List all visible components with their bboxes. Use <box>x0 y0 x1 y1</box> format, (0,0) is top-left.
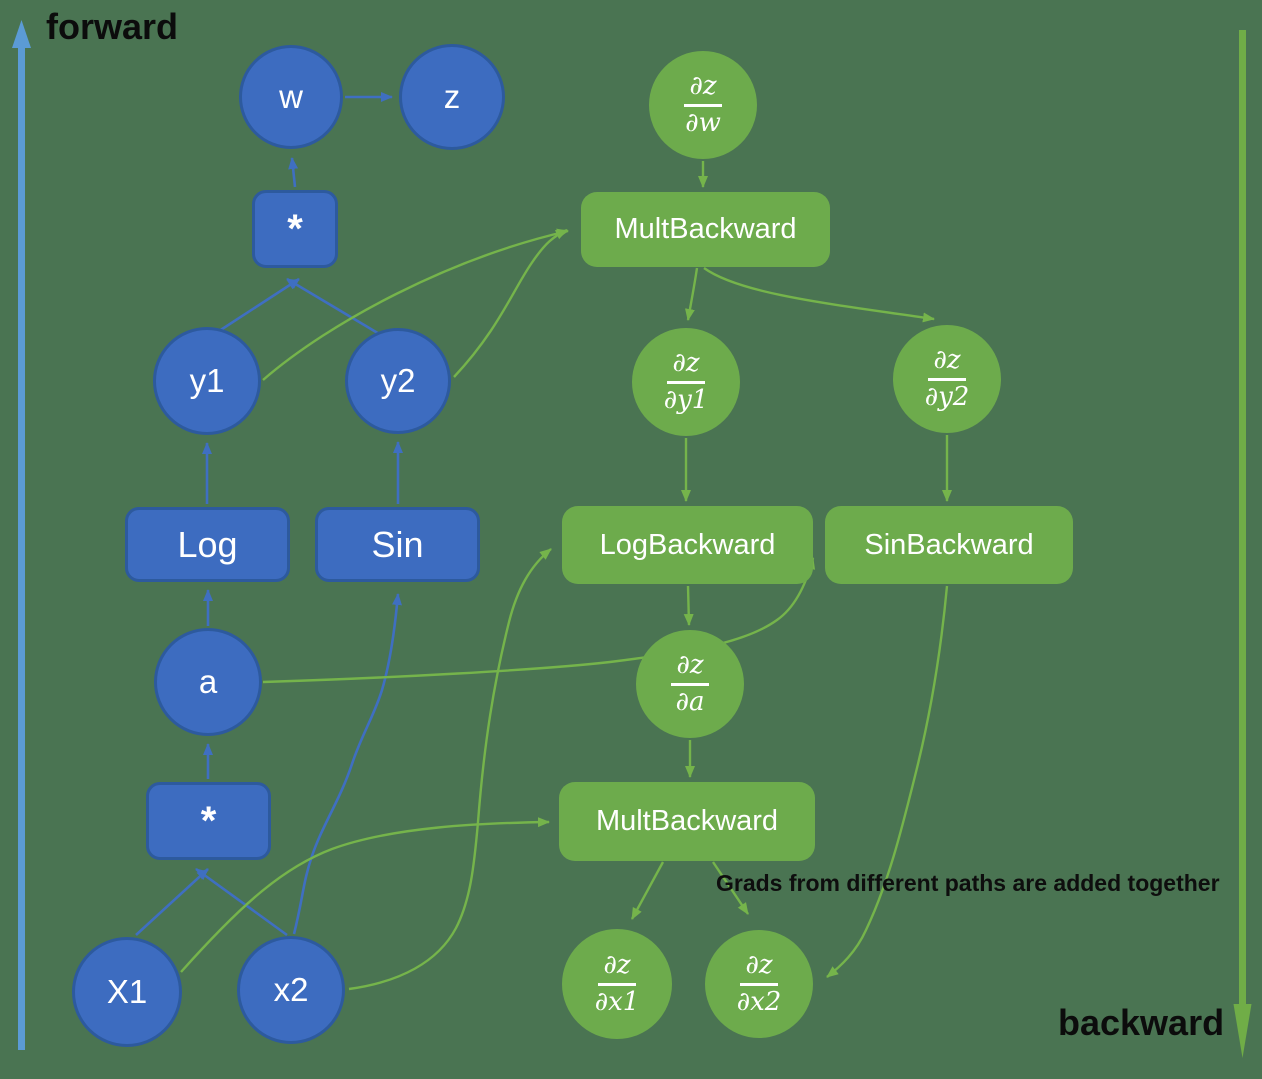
edge-x1-multbottom <box>135 868 209 936</box>
edge-sinbackward-dzdx2 <box>826 585 949 978</box>
backward-label: backward <box>1058 1002 1225 1043</box>
forward-label: forward <box>46 6 179 47</box>
node-x1-label: X1 <box>106 973 148 1010</box>
backward-axis-arrow-head <box>1233 1004 1252 1058</box>
node-y1: y1 <box>153 327 261 435</box>
node-z: z <box>399 44 505 150</box>
edge-x2-multbottom <box>195 867 288 937</box>
node-mult-bottom: * <box>146 782 271 860</box>
node-sin-label: Sin <box>371 523 424 565</box>
mult-backward-bottom-label: MultBackward <box>595 805 779 837</box>
grads-note: Grads from different paths are added tog… <box>716 870 1220 896</box>
dz-dx2-numerator: ∂z <box>740 951 778 986</box>
sin-backward-label: SinBackward <box>864 528 1034 561</box>
node-log: Log <box>125 507 290 582</box>
edge-x2-logbackward <box>348 548 552 991</box>
node-w: w <box>239 45 343 149</box>
edge-logbackward-dzda <box>683 585 694 626</box>
edge-multbacktop-dzdy2 <box>703 267 935 323</box>
node-mult-top: * <box>252 190 338 268</box>
edge-multbackbottom-dzdx1 <box>630 861 665 920</box>
node-mult-backward-bottom: MultBackward <box>559 782 815 861</box>
node-a-label: a <box>198 663 218 700</box>
node-sin: Sin <box>315 507 480 582</box>
dz-dx2-fraction: ∂z ∂x2 <box>737 951 782 1016</box>
node-mult-bottom-label: * <box>200 798 217 843</box>
node-sin-backward: SinBackward <box>825 506 1073 584</box>
dz-dy2-fraction: ∂z ∂y2 <box>925 346 970 411</box>
node-z-label: z <box>443 78 461 115</box>
edge-y1-multtop <box>215 277 300 335</box>
dz-dw-fraction: ∂z ∂w <box>684 72 722 138</box>
dz-dy1-denominator: ∂y1 <box>663 384 709 415</box>
node-dz-dx1: ∂z ∂x1 <box>562 929 672 1039</box>
dz-dy1-fraction: ∂z ∂y1 <box>664 349 709 414</box>
node-a: a <box>154 628 262 736</box>
node-dz-dy1: ∂z ∂y1 <box>632 328 740 436</box>
node-x2: x2 <box>237 936 345 1044</box>
dz-dx1-denominator: ∂x1 <box>594 986 640 1017</box>
edge-multtop-w <box>288 157 299 188</box>
edge-y2-multtop <box>286 277 382 337</box>
dz-da-fraction: ∂z ∂a <box>671 651 709 717</box>
dz-dy2-denominator: ∂y2 <box>924 381 970 412</box>
dz-dx1-numerator: ∂z <box>598 951 636 986</box>
dz-dx1-fraction: ∂z ∂x1 <box>595 951 640 1016</box>
node-y2: y2 <box>345 328 451 434</box>
node-dz-da: ∂z ∂a <box>636 630 744 738</box>
node-mult-top-label: * <box>287 206 303 251</box>
dz-dw-numerator: ∂z <box>684 72 722 107</box>
node-y2-label: y2 <box>380 362 416 399</box>
node-w-label: w <box>279 78 303 115</box>
mult-backward-top-label: MultBackward <box>614 213 797 245</box>
edge-y1-multbacktop <box>262 228 569 381</box>
edge-y2-multbacktop <box>453 228 568 378</box>
dz-dy2-numerator: ∂z <box>928 346 966 381</box>
edge-multbackbottom-dzdx2 <box>712 861 749 915</box>
edge-x1-multbackbottom <box>180 817 550 973</box>
dz-da-numerator: ∂z <box>671 651 709 686</box>
dz-dw-denominator: ∂w <box>685 107 721 138</box>
node-x2-label: x2 <box>273 971 309 1008</box>
forward-axis-arrow-head <box>12 20 31 48</box>
node-dz-dx2: ∂z ∂x2 <box>705 930 813 1038</box>
node-dz-dy2: ∂z ∂y2 <box>893 325 1001 433</box>
node-x1: X1 <box>72 937 182 1047</box>
node-mult-backward-top: MultBackward <box>581 192 830 267</box>
log-backward-label: LogBackward <box>599 528 776 561</box>
node-dz-dw: ∂z ∂w <box>649 51 757 159</box>
node-log-backward: LogBackward <box>562 506 813 584</box>
dz-dy1-numerator: ∂z <box>667 349 705 384</box>
node-y1-label: y1 <box>189 362 225 399</box>
node-log-label: Log <box>177 523 238 565</box>
edge-x2-sin <box>292 593 403 935</box>
dz-da-denominator: ∂a <box>675 686 705 717</box>
dz-dx2-denominator: ∂x2 <box>736 986 782 1017</box>
edge-multbacktop-dzdy1 <box>684 267 699 321</box>
